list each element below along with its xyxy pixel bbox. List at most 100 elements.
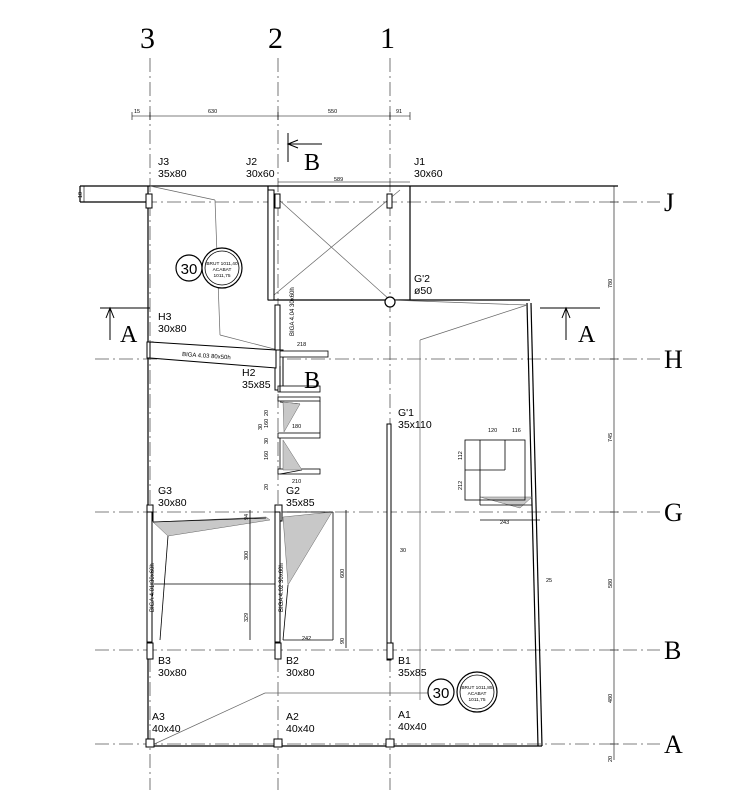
col-A2-id: A2 (286, 711, 299, 723)
dim-218: 218 (297, 342, 306, 348)
dim-120: 120 (488, 428, 497, 434)
dim-30: 30 (258, 424, 264, 430)
col-G2-id: G2 (286, 485, 300, 497)
hatched-areas (152, 401, 533, 586)
col-G2p-size: ø50 (414, 285, 432, 297)
slab-1-acabat: 1011,75 (214, 273, 231, 279)
dim-600: 600 (340, 569, 346, 578)
col-G1p-id: G'1 (398, 407, 414, 419)
dim-right-580: 580 (608, 579, 614, 588)
opening-lines (149, 185, 528, 747)
dim-210: 210 (292, 479, 301, 485)
axis-label-H: H (664, 345, 683, 374)
col-H2-size: 35x85 (242, 379, 271, 391)
dim-left-10: 10 (78, 192, 84, 198)
col-A3-size: 40x40 (152, 723, 181, 735)
dim-top-630: 630 (208, 109, 217, 115)
slab-marker-2: 30 BRUT 1011,85 ACABAT 1011,75 (427, 671, 498, 713)
col-A1-size: 40x40 (398, 721, 427, 733)
dim-242: 242 (302, 636, 311, 642)
slab-2-thickness: 30 (433, 685, 450, 702)
dim-20b: 20 (264, 484, 270, 490)
right-dimension (83, 186, 618, 760)
dim-top-15: 15 (134, 109, 140, 115)
stair-right (464, 439, 540, 521)
slab-1-acabat-label: ACABAT (213, 267, 232, 273)
col-J2-size: 30x60 (246, 168, 275, 180)
dim-90: 90 (340, 638, 346, 644)
dim-right-745: 745 (608, 433, 614, 442)
col-G2p-id: G'2 (414, 273, 430, 285)
beam-404-label: BIGA 4.04 30x60h (290, 287, 296, 336)
dim-112: 112 (458, 451, 464, 460)
axis-label-J: J (664, 188, 674, 217)
beam-402-label: BIGA 4.02 30x60h (279, 563, 285, 612)
dim-589: 589 (334, 177, 343, 183)
col-A3-id: A3 (152, 711, 165, 723)
slab-2-acabat: 1011,75 (469, 697, 486, 703)
dim-right-20: 20 (608, 756, 614, 762)
col-A1-id: A1 (398, 709, 411, 721)
axis-labels: 3 2 1 J H G B A (140, 22, 683, 759)
col-J2-id: J2 (246, 156, 257, 168)
slab-1-thickness: 30 (181, 261, 198, 278)
col-J3-id: J3 (158, 156, 169, 168)
dim-329: 329 (244, 613, 250, 622)
section-B-top: B (304, 150, 320, 176)
top-dimension (131, 112, 411, 120)
dim-300: 300 (244, 551, 250, 560)
dim-30b: 30 (264, 438, 270, 444)
dim-right-480: 480 (608, 694, 614, 703)
axis-label-2: 2 (268, 22, 283, 55)
dim-30c: 30 (400, 548, 406, 554)
col-B3-size: 30x80 (158, 667, 187, 679)
column-labels: J3 35x80 J2 30x60 J1 30x60 G'2 ø50 H3 30… (152, 156, 443, 735)
slab-2-brut: BRUT 1011,85 (461, 685, 493, 691)
col-B2-id: B2 (286, 655, 299, 667)
dim-160a: 160 (264, 419, 270, 428)
dim-180: 180 (292, 424, 301, 430)
col-G3-size: 30x80 (158, 497, 187, 509)
col-H3-id: H3 (158, 311, 172, 323)
dim-20: 20 (264, 410, 270, 416)
beam-401-label: BIGA 4.01 30x60h (150, 563, 156, 612)
round-column-G2prime (384, 296, 396, 308)
col-G1p-size: 35x110 (398, 419, 432, 431)
dim-243: 243 (500, 520, 509, 526)
col-G2-size: 35x85 (286, 497, 315, 509)
col-B2-size: 30x80 (286, 667, 315, 679)
col-A2-size: 40x40 (286, 723, 315, 735)
col-B1-id: B1 (398, 655, 411, 667)
dim-94: 94 (244, 514, 250, 520)
dim-116: 116 (512, 428, 521, 434)
col-G3-id: G3 (158, 485, 172, 497)
section-A-left: A (120, 322, 138, 348)
col-H3-size: 30x80 (158, 323, 187, 335)
slab-marker-1: 30 BRUT 1011,40 ACABAT 1011,75 (175, 247, 243, 289)
col-J1-id: J1 (414, 156, 425, 168)
dim-25: 25 (546, 578, 552, 584)
beam-403-label: BIGA 4.03 80x50h (182, 352, 231, 361)
axis-label-1: 1 (380, 22, 395, 55)
dim-top-91: 91 (396, 109, 402, 115)
section-A-right: A (578, 322, 596, 348)
dim-right-780: 780 (608, 279, 614, 288)
col-B1-size: 35x85 (398, 667, 427, 679)
stair-lower (150, 510, 347, 648)
beam-403-shape (149, 341, 277, 369)
axis-label-A: A (664, 730, 683, 759)
dim-top-550: 550 (328, 109, 337, 115)
col-J3-size: 35x80 (158, 168, 187, 180)
axis-label-G: G (664, 498, 683, 527)
dim-160b: 160 (264, 451, 270, 460)
axis-label-3: 3 (140, 22, 155, 55)
slab-2-acabat-label: ACABAT (468, 691, 487, 697)
axis-label-B: B (664, 636, 681, 665)
section-B-mid: B (304, 368, 320, 394)
col-B3-id: B3 (158, 655, 171, 667)
col-H2-id: H2 (242, 367, 256, 379)
section-markers (100, 133, 600, 392)
col-J1-size: 30x60 (414, 168, 443, 180)
dim-212: 212 (458, 481, 464, 490)
